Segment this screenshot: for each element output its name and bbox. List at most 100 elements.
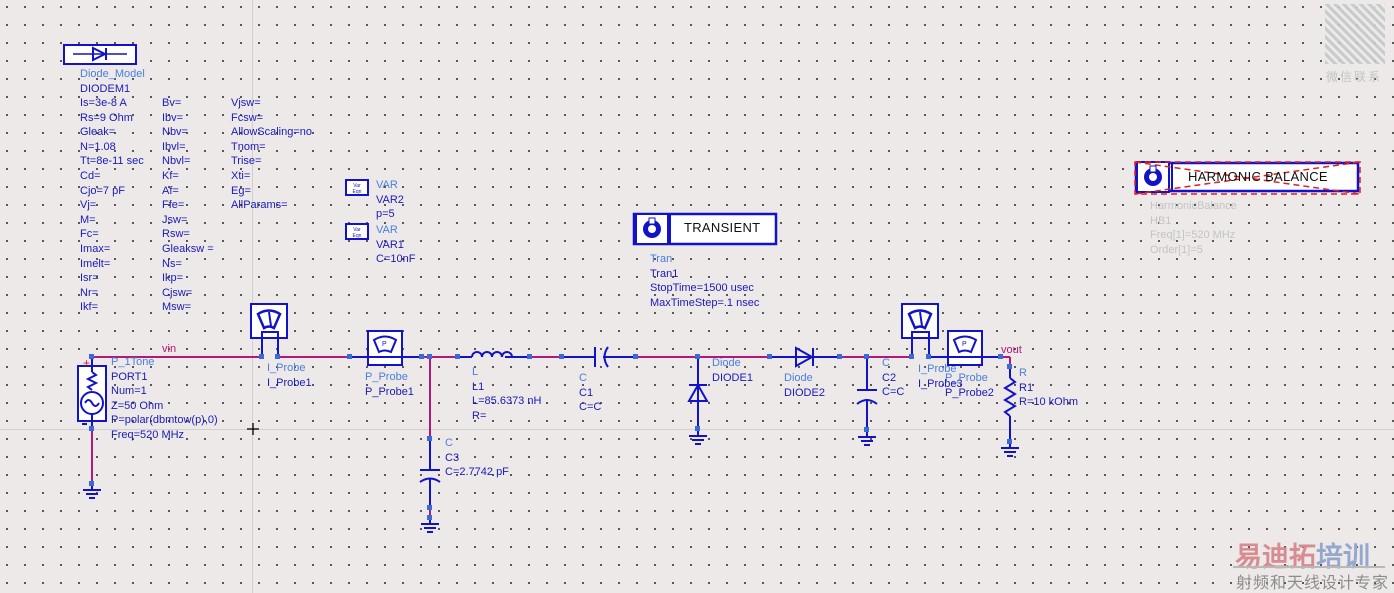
p-probe1-type: P_Probe xyxy=(365,371,408,383)
p-probe2-type: P_Probe xyxy=(945,372,988,384)
svg-text:P: P xyxy=(382,341,387,348)
var1-param: C=10nF xyxy=(376,253,416,266)
diode-model-header: Diode_Model DIODEM1 xyxy=(80,67,145,96)
diode-model-param: Ibvl= xyxy=(162,140,186,153)
qr-code-image xyxy=(1325,4,1385,64)
i-probe3-symbol[interactable] xyxy=(900,302,940,357)
l1-resistance: R= xyxy=(472,409,487,422)
r1-resistance: R=10 kOhm xyxy=(1019,396,1078,409)
c1-capacitance: C=C xyxy=(579,401,602,414)
diode-model-param: Af= xyxy=(162,184,179,197)
port1-name: PORT1 xyxy=(111,370,148,383)
c3-type: C xyxy=(445,437,453,449)
i-probe1-name: I_Probe1 xyxy=(267,376,312,389)
p-probe2-symbol[interactable]: P xyxy=(929,330,1001,366)
diode-model-param: Bv= xyxy=(162,97,182,109)
var1-symbol[interactable]: Var Eqn xyxy=(345,223,369,240)
l1-label: L L1 L=85.6373 nH R= xyxy=(472,365,541,423)
p-probe2-name: P_Probe2 xyxy=(945,386,994,399)
watermark-divider xyxy=(1233,566,1385,568)
svg-text:Var: Var xyxy=(353,227,361,233)
var2-param: p=5 xyxy=(376,208,395,221)
var2-symbol[interactable]: Var Eqn xyxy=(345,179,369,196)
diode-model-param: Trise= xyxy=(231,155,262,168)
diode-model-param: Ibv= xyxy=(162,111,184,124)
net-label-vout[interactable]: vout xyxy=(1001,344,1022,356)
r1-resistor-symbol[interactable] xyxy=(1003,366,1017,442)
diode-model-param: Gleaksw = xyxy=(162,242,214,255)
svg-text:Var: Var xyxy=(353,183,361,189)
port1-type: P_1Tone xyxy=(111,356,155,368)
diode-model-param: Vj= xyxy=(80,199,97,212)
port1-num: Num=1 xyxy=(111,385,147,398)
transient-controller-symbol[interactable] xyxy=(632,212,778,246)
r1-name: R1 xyxy=(1019,381,1034,394)
var1-label: VAR VAR1 C=10nF xyxy=(376,223,415,267)
diode-model-param: Rs=9 Ohm xyxy=(80,111,133,124)
net-label-vin[interactable]: vin xyxy=(162,343,177,355)
port1-source-symbol[interactable]: + xyxy=(77,356,107,429)
ground-r1 xyxy=(1000,441,1020,457)
diode-model-param: Nbv= xyxy=(162,126,188,139)
diode-model-param: AllowScaling=no xyxy=(231,126,313,139)
diode1-label: Diode DIODE1 xyxy=(712,356,753,385)
diode-model-param: Jsw= xyxy=(162,213,188,226)
c1-type: C xyxy=(579,372,587,384)
port1-freq: Freq=520 MHz xyxy=(111,428,185,441)
diode2-name: DIODE2 xyxy=(784,386,825,399)
harmonic-balance-title: HARMONIC BALANCE xyxy=(1188,169,1328,184)
port1-impedance: Z=50 Ohm xyxy=(111,399,164,412)
transient-type: Tran xyxy=(650,253,673,265)
diode-model-param: Msw= xyxy=(162,301,192,314)
diode2-symbol[interactable] xyxy=(770,346,840,368)
c2-label: C C2 C=C xyxy=(882,356,904,400)
diode-model-param: Rsw= xyxy=(162,228,190,241)
diode2-type: Diode xyxy=(784,372,813,384)
diode-model-param: Eg= xyxy=(231,184,251,197)
transient-params: Tran Tran1 StopTime=1500 usec MaxTimeSte… xyxy=(650,252,759,310)
c1-capacitor-symbol[interactable] xyxy=(562,346,636,368)
var2-label: VAR VAR2 p=5 xyxy=(376,178,404,222)
port1-label: P_1Tone PORT1 Num=1 Z=50 Ohm P=polar(dbm… xyxy=(111,355,218,443)
ground-diode1 xyxy=(688,429,708,445)
transient-title: TRANSIENT xyxy=(684,220,761,235)
r1-type: R xyxy=(1019,367,1027,379)
diode-model-param: Nbvl= xyxy=(162,155,191,168)
transient-maxtimestep: MaxTimeStep=.1 nsec xyxy=(650,296,760,309)
diode-model-symbol[interactable] xyxy=(63,44,137,65)
p-probe1-symbol[interactable]: P xyxy=(350,330,422,366)
svg-text:P: P xyxy=(962,341,967,348)
diode-model-param: Vjsw= xyxy=(231,97,261,109)
harmonic-balance-controller-symbol[interactable] xyxy=(1134,161,1361,195)
transient-stoptime: StopTime=1500 usec xyxy=(650,282,754,295)
diode-model-param: Cjsw= xyxy=(162,286,193,299)
i-probe3-type: I_Probe xyxy=(918,363,957,375)
var1-type: VAR xyxy=(376,224,398,236)
diode-model-param: Cjo=7 pF xyxy=(80,184,125,197)
i-probe1-symbol[interactable] xyxy=(249,302,289,357)
diode-model-param: Kf= xyxy=(162,169,179,182)
svg-text:Eqn: Eqn xyxy=(353,233,362,239)
p-probe2-label: P_Probe P_Probe2 xyxy=(945,371,994,400)
l1-name: L1 xyxy=(472,380,485,393)
diode1-symbol[interactable] xyxy=(687,357,709,429)
l1-inductor-symbol[interactable] xyxy=(458,351,530,358)
svg-text:Eqn: Eqn xyxy=(353,189,362,195)
l1-inductance: L=85.6373 nH xyxy=(472,395,542,408)
diode-model-param: Nr= xyxy=(80,286,99,299)
diode-model-param: Cd= xyxy=(80,169,101,182)
diode-model-param: Ikf= xyxy=(80,301,99,314)
pin-markers xyxy=(89,354,1012,520)
diode-model-param: Fcsw= xyxy=(231,111,264,124)
watermark-tagline: 射频和天线设计专家 xyxy=(1236,575,1390,592)
diode-model-param: Xti= xyxy=(231,169,251,182)
var2-type: VAR xyxy=(376,179,398,191)
c3-label: C C3 C=2.7742 pF xyxy=(445,436,509,480)
var1-name: VAR1 xyxy=(376,238,404,251)
c3-capacitor-symbol[interactable] xyxy=(419,438,441,508)
p-probe1-label: P_Probe P_Probe1 xyxy=(365,370,414,399)
c2-capacitor-symbol[interactable] xyxy=(856,357,878,430)
p-probe1-name: P_Probe1 xyxy=(365,385,414,398)
